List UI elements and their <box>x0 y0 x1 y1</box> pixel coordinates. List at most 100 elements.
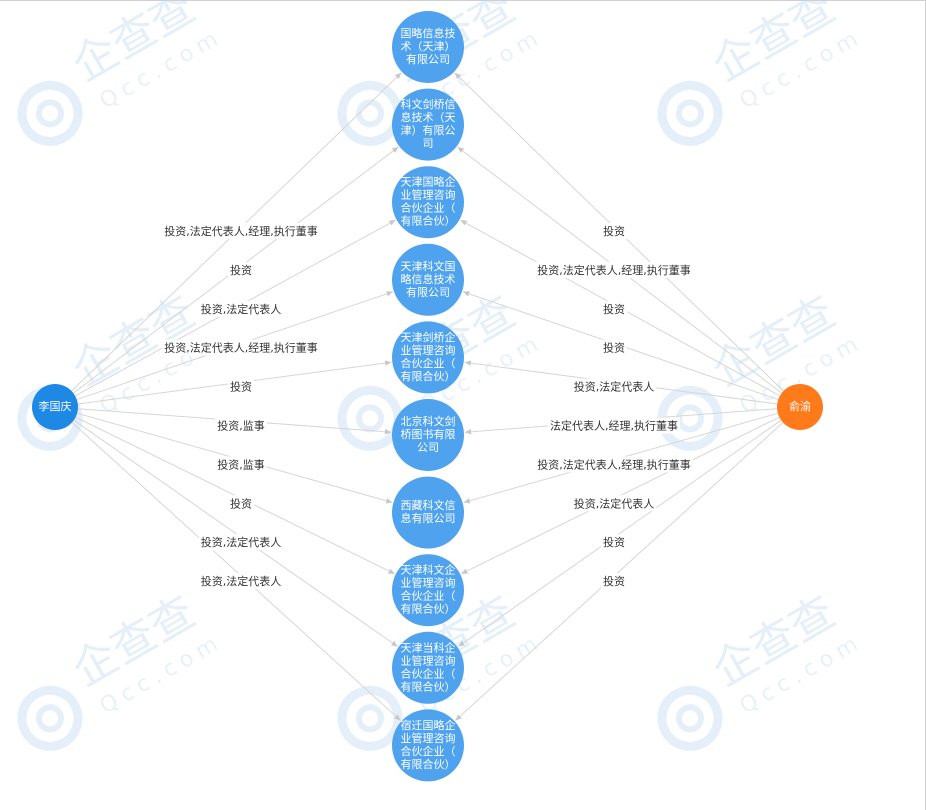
company-node-label: 有限合伙） <box>401 679 456 693</box>
company-node-label: 西藏科文信 <box>401 498 456 512</box>
right-edge-label: 法定代表人,经理,执行董事 <box>550 419 678 433</box>
company-node-circle[interactable] <box>392 631 464 704</box>
edge-label-background <box>162 339 320 356</box>
left-edge-label: 投资,法定代表人,经理,执行董事 <box>164 341 318 355</box>
left-edge-label: 投资,法定代表人 <box>201 535 282 549</box>
company-node-label: 有限合伙） <box>401 757 456 771</box>
edge-label-background <box>601 573 627 590</box>
person-node-label: 李国庆 <box>39 399 72 413</box>
company-node-label: 有限公司 <box>406 285 450 299</box>
edge-label-background <box>198 534 284 551</box>
edge-label-background <box>162 223 320 239</box>
qcc-logo-icon <box>17 80 83 146</box>
qcc-logo-icon <box>17 685 83 751</box>
company-node-label: 天津国略企 <box>401 175 456 189</box>
company-node-label: 合伙企业（ <box>401 201 456 215</box>
company-node-label: 国略信息技 <box>401 26 456 40</box>
right-edge-label: 投资,法定代表人,经理,执行董事 <box>537 263 691 277</box>
right-edge-to-c8 <box>458 419 782 647</box>
company-node-label: 天津科文国 <box>401 259 456 273</box>
company-node-label: 天津当科企 <box>401 640 456 654</box>
company-node-label: 宿迁国略企 <box>401 718 456 732</box>
left-edge-label: 投资,监事 <box>217 419 265 433</box>
company-node-label: 合伙企业（ <box>401 666 456 680</box>
right-edge-label: 投资 <box>603 302 625 316</box>
right-edge-label: 投资 <box>603 341 625 355</box>
company-node-circle[interactable] <box>392 88 464 161</box>
qcc-logo-icon <box>657 80 723 146</box>
company-node-circle[interactable] <box>392 11 464 83</box>
left-edge-label: 投资 <box>230 380 252 394</box>
edge-label-background <box>535 261 693 278</box>
edge-label-background <box>601 534 627 551</box>
edge-label-background <box>571 378 657 395</box>
left-edge-label: 投资,法定代表人 <box>201 574 282 588</box>
company-node-label: 业管理咨询 <box>401 343 456 357</box>
person-node-label: 俞渝 <box>789 399 811 413</box>
company-node-label: 息技术（天 <box>401 110 456 124</box>
company-node-label: 公司 <box>417 441 439 454</box>
right-edge-label: 投资 <box>603 224 625 238</box>
company-node-circle[interactable] <box>392 166 464 239</box>
edge-label-background <box>215 456 267 473</box>
right-edge-label: 投资,法定代表人 <box>574 496 655 510</box>
person-node-circle[interactable] <box>777 384 823 430</box>
left-edge-label: 投资 <box>230 496 252 510</box>
edge-label-background <box>228 495 254 512</box>
company-node-label: 业管理咨询 <box>401 576 456 590</box>
company-node-label: 有限公司 <box>406 52 450 66</box>
left-edge-label: 投资,法定代表人 <box>201 302 282 316</box>
company-node-label: 天津剑桥企 <box>401 330 456 344</box>
person-node-left[interactable]: 李国庆 <box>32 384 78 430</box>
left-edge-label: 投资 <box>230 263 252 277</box>
left-edge-to-c9 <box>71 422 401 721</box>
qcc-logo-icon <box>337 385 403 451</box>
company-node-label: 业管理咨询 <box>401 731 456 745</box>
right-edge-label: 投资,法定代表人,经理,执行董事 <box>537 457 691 471</box>
company-node-label: 科文剑桥信 <box>401 97 456 111</box>
company-node-label: 术（天津） <box>401 40 456 53</box>
company-node-circle[interactable] <box>392 709 464 782</box>
company-node-circle[interactable] <box>392 476 464 549</box>
left-edge-label: 投资,监事 <box>217 457 265 471</box>
qcc-logo-icon <box>337 80 403 146</box>
company-node-circle[interactable] <box>392 321 464 394</box>
edge-label-background <box>228 261 254 278</box>
right-edge-to-c9 <box>455 422 784 721</box>
edge-label-background <box>601 339 627 356</box>
company-node-circle[interactable] <box>392 399 464 471</box>
edge-label-background <box>601 223 627 239</box>
left-edge-label: 投资,法定代表人,经理,执行董事 <box>164 224 318 238</box>
person-node-right[interactable]: 俞渝 <box>777 384 823 430</box>
right-edge-label: 投资 <box>603 535 625 549</box>
person-node-circle[interactable] <box>32 384 78 430</box>
left-edge-to-c8 <box>73 419 398 648</box>
company-node-label: 津）有限公 <box>401 123 456 137</box>
edge-label-layer: 投资,法定代表人,经理,执行董事投资投资,法定代表人投资,法定代表人,经理,执行… <box>162 223 693 590</box>
company-node-circle[interactable] <box>392 554 464 627</box>
edge-label-background <box>228 378 254 395</box>
company-node-label: 合伙企业（ <box>401 356 456 370</box>
company-node-label: 合伙企业（ <box>401 589 456 603</box>
edge-label-background <box>198 300 284 317</box>
company-node-circle[interactable] <box>392 243 464 316</box>
company-node-label: 司 <box>423 137 434 150</box>
edge-label-background <box>548 417 680 434</box>
